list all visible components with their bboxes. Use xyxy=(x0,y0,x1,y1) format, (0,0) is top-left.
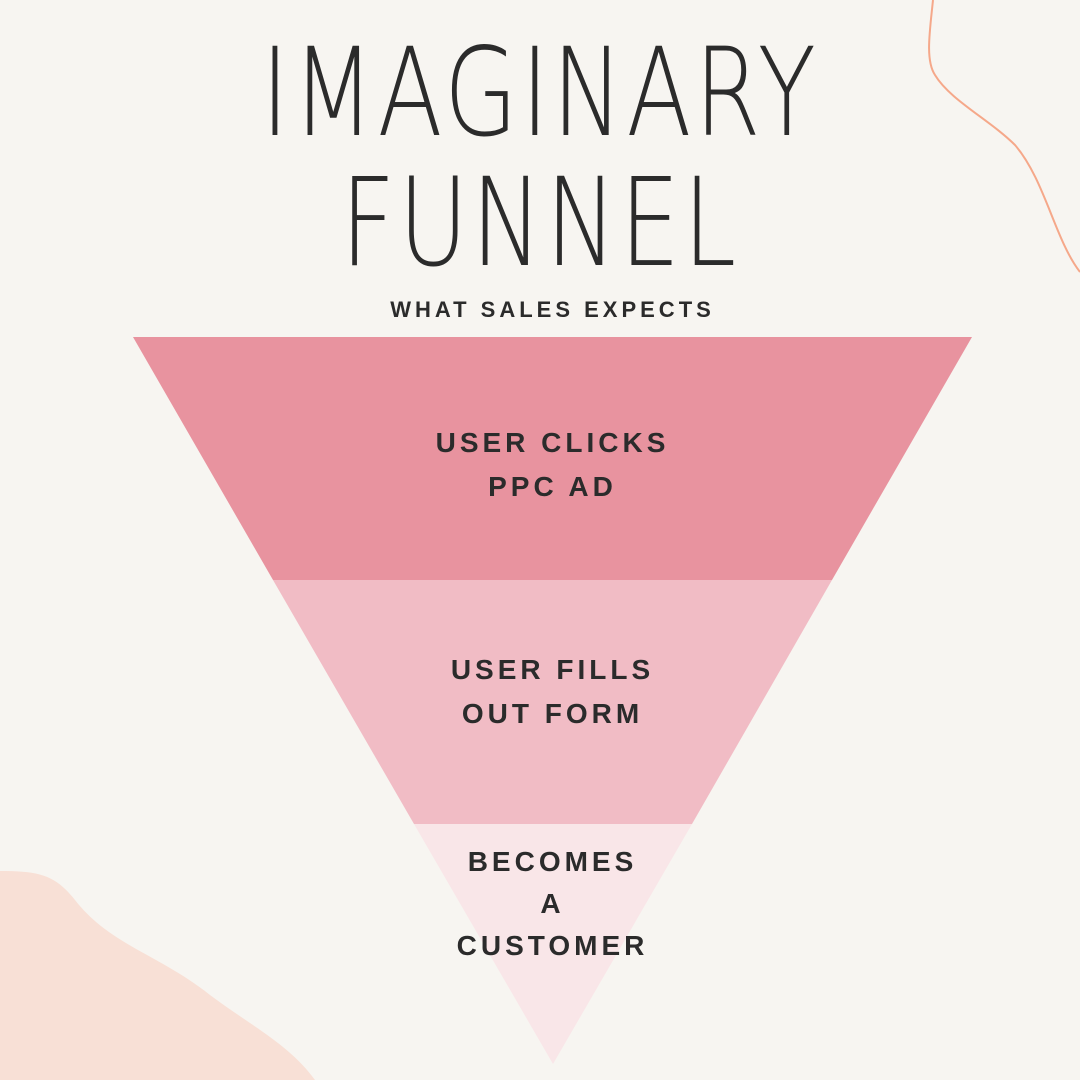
stage-text-line: BECOMES xyxy=(467,846,638,877)
funnel-stage-1-label: USER CLICKS PPC AD xyxy=(0,421,1080,509)
funnel-stage-3-label: BECOMES A CUSTOMER xyxy=(0,841,1080,967)
stage-text-line: CUSTOMER xyxy=(456,930,649,961)
funnel-stage-2-label: USER FILLS OUT FORM xyxy=(0,648,1080,736)
stage-text-line: OUT FORM xyxy=(461,698,644,729)
funnel-stage-3-shape xyxy=(414,824,692,1064)
stage-text-line: USER CLICKS xyxy=(435,427,670,458)
decorative-curve-line xyxy=(928,0,1080,273)
stage-text-line: PPC AD xyxy=(488,471,617,502)
stage-text-line: USER FILLS xyxy=(450,654,655,685)
funnel-stage-1-shape xyxy=(133,337,972,580)
decorative-blob xyxy=(0,871,315,1080)
funnel-stage-2-shape xyxy=(273,580,832,824)
stage-text-line: A xyxy=(540,888,565,919)
title-line-1: IMAGINARY xyxy=(261,22,819,164)
title-line-2: FUNNEL xyxy=(340,152,740,294)
subtitle: WHAT SALES EXPECTS xyxy=(390,297,715,322)
